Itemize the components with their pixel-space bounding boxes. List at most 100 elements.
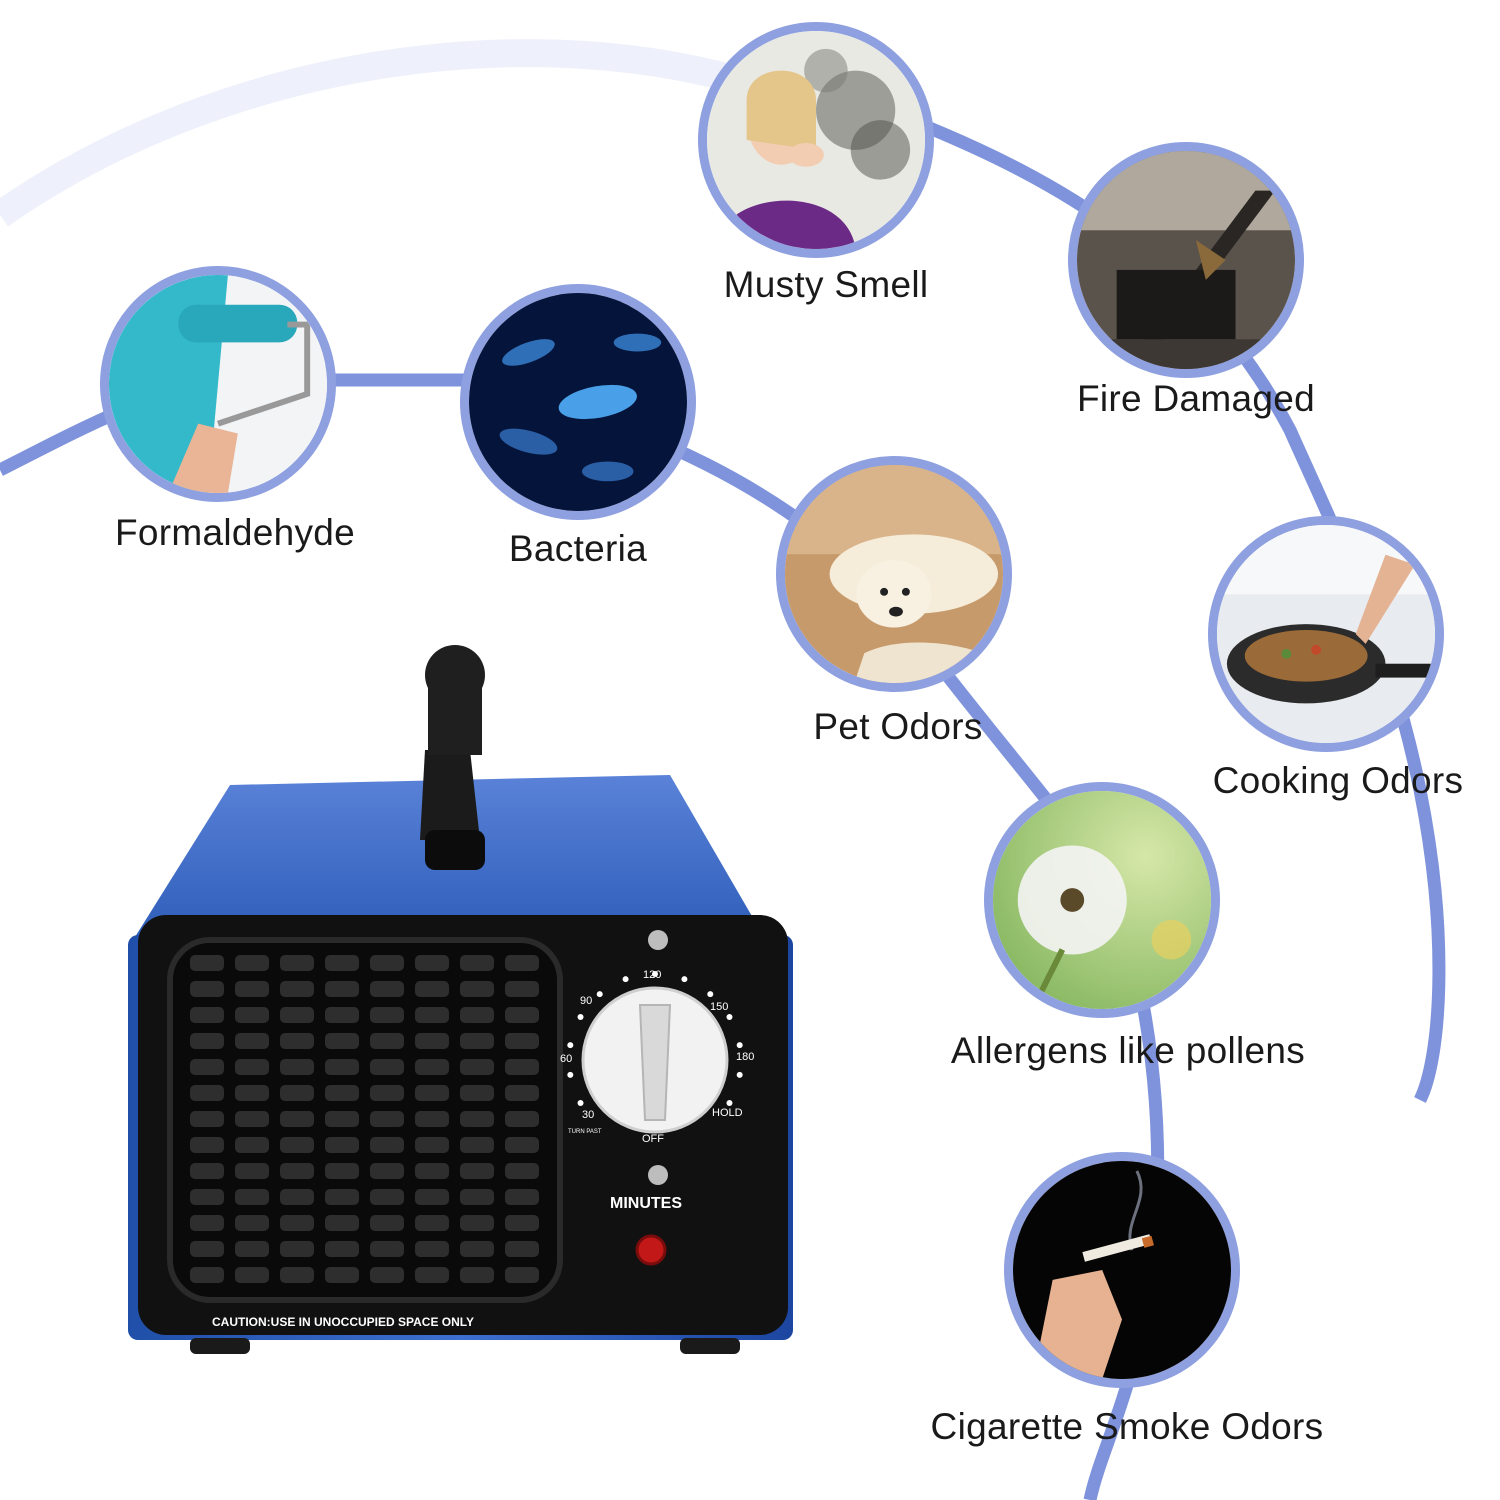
grille-slot: [235, 1215, 269, 1231]
grille-slot: [370, 1033, 404, 1049]
grille-slot: [370, 1189, 404, 1205]
grille-slot: [190, 955, 224, 971]
grille-slot: [190, 1111, 224, 1127]
grille-slot: [415, 1059, 449, 1075]
grille-slot: [190, 1241, 224, 1257]
grille-slot: [460, 1267, 494, 1283]
grille-slot: [325, 1215, 359, 1231]
grille-slot: [325, 1189, 359, 1205]
grille-slot: [505, 1267, 539, 1283]
grille-slot: [235, 1137, 269, 1153]
dial-tick: [736, 1042, 743, 1049]
grille-slot: [325, 1241, 359, 1257]
grille-slot: [280, 1241, 314, 1257]
grille-slot: [190, 1007, 224, 1023]
grille-slot: [235, 1111, 269, 1127]
grille-slot: [370, 955, 404, 971]
grille-slot: [415, 1163, 449, 1179]
grille-slot: [235, 1033, 269, 1049]
dial-tick: [726, 1014, 733, 1020]
grille-slot: [505, 1163, 539, 1179]
grille-slot: [235, 1007, 269, 1023]
grille-slot: [370, 1059, 404, 1075]
dial-label-hold: HOLD: [712, 1107, 743, 1119]
grille-slot: [415, 1215, 449, 1231]
grille-slot: [190, 1215, 224, 1231]
grille-slot: [280, 1163, 314, 1179]
caption-allergens: Allergens like pollens: [950, 1030, 1306, 1071]
grille-slot: [415, 1111, 449, 1127]
musty-smell-photo: [698, 22, 934, 258]
grille-slot: [415, 1189, 449, 1205]
grille-slot: [505, 1059, 539, 1075]
power-indicator-light: [635, 1234, 667, 1266]
grille-slot: [415, 1137, 449, 1153]
grille-slot: [235, 1189, 269, 1205]
grille-slot: [415, 1267, 449, 1283]
grille-slot: [415, 1033, 449, 1049]
grille-slot: [235, 981, 269, 997]
grille-slot: [280, 1215, 314, 1231]
dial-label-off: OFF: [642, 1133, 664, 1145]
dial-tick: [726, 1100, 733, 1106]
grille-slot: [235, 1085, 269, 1101]
cigarette-smoke-photo: [1004, 1152, 1240, 1388]
caption-pet-odors: Pet Odors: [813, 706, 983, 747]
dial-label-150: 150: [710, 1001, 728, 1013]
grille-slot: [370, 1085, 404, 1101]
grille-slot: [280, 1189, 314, 1205]
grille-slot: [505, 981, 539, 997]
timer-dial[interactable]: [581, 986, 729, 1134]
dial-label-60: 60: [560, 1053, 572, 1065]
grille-slot: [325, 1163, 359, 1179]
grille-slot: [370, 1007, 404, 1023]
grille-slot: [415, 1241, 449, 1257]
grille-slot: [505, 1137, 539, 1153]
grille-slot: [460, 1085, 494, 1101]
grille-slot: [235, 1241, 269, 1257]
bacteria-photo: [460, 284, 696, 520]
grille-slot: [325, 1059, 359, 1075]
grille-slot: [370, 1215, 404, 1231]
caption-musty-smell: Musty Smell: [723, 264, 929, 305]
cooking-odors-photo: [1208, 516, 1444, 752]
dial-label-30: 30: [582, 1109, 594, 1121]
grille-slot: [280, 1059, 314, 1075]
grille-slot: [325, 1007, 359, 1023]
dial-turn-past: TURN PAST: [568, 1129, 602, 1135]
grille-slot: [190, 1033, 224, 1049]
grille-slot: [460, 1241, 494, 1257]
grille-slot: [460, 981, 494, 997]
grille-slot: [460, 1007, 494, 1023]
grille-slot: [325, 1085, 359, 1101]
grille-slot: [505, 1111, 539, 1127]
grille-slot: [460, 1163, 494, 1179]
grille-slot: [280, 1137, 314, 1153]
dial-tick: [707, 991, 714, 998]
grille-slot: [190, 1267, 224, 1283]
fan-grille: [167, 937, 563, 1303]
grille-slot: [280, 981, 314, 997]
dial-label-120: 120: [643, 969, 661, 981]
dial-tick: [577, 1100, 584, 1106]
grille-slot: [460, 1059, 494, 1075]
ozone-generator: 30 60 90 120 150 180 HOLD OFF TURN PAST …: [128, 645, 793, 1354]
grille-slot: [505, 1085, 539, 1101]
caption-fire-damaged: Fire Damaged: [1076, 378, 1316, 419]
fire-damaged-photo: [1068, 142, 1304, 378]
grille-slot: [460, 1215, 494, 1231]
dial-tick: [567, 1071, 574, 1078]
grille-slot: [505, 1007, 539, 1023]
grille-slot: [325, 981, 359, 997]
grille-slot: [370, 1137, 404, 1153]
grille-slot: [280, 1085, 314, 1101]
dial-tick: [567, 1042, 574, 1049]
grille-slot: [505, 1033, 539, 1049]
dial-tick: [681, 976, 688, 983]
dial-tick: [577, 1014, 584, 1020]
minutes-label: MINUTES: [610, 1195, 682, 1212]
grille-slot: [235, 1059, 269, 1075]
grille-slot: [280, 1033, 314, 1049]
grille-slot: [190, 1059, 224, 1075]
grille-slot: [505, 1189, 539, 1205]
